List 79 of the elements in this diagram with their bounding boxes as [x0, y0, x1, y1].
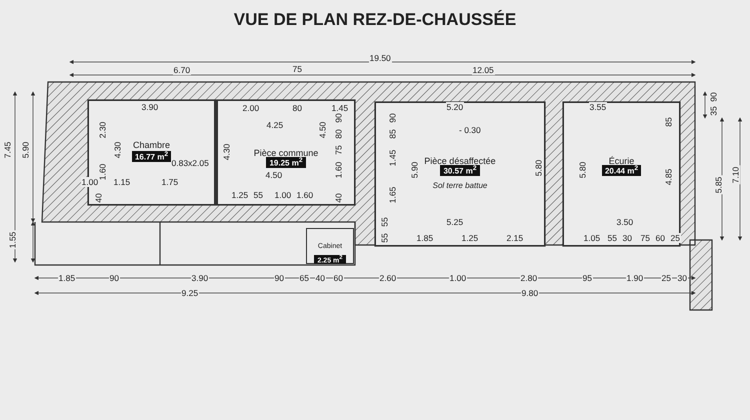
- dimension-label: 55: [606, 233, 618, 243]
- dimension-label: 1.00: [80, 177, 100, 187]
- dimension-label: 90: [274, 273, 285, 283]
- dimension-label: 3.55: [588, 102, 608, 112]
- dimension-label: 1.90: [626, 273, 644, 283]
- area-label: 19.25 m$^{2}$: [266, 157, 306, 168]
- dimension-label: 75: [292, 64, 303, 74]
- dimension-label: 0.83x2.05: [170, 158, 210, 168]
- area-label: 16.77 m$^{2}$: [132, 151, 172, 162]
- dimension-label: 90: [108, 273, 120, 283]
- dimension-label: 9.25: [180, 288, 200, 298]
- dimension-label: 1.65: [386, 186, 397, 204]
- dimension-label: 60: [332, 273, 344, 283]
- dimension-label: - 0.30: [458, 125, 482, 135]
- dimension-label: 4.85: [662, 168, 673, 186]
- dimension-label: 3.90: [140, 102, 160, 112]
- dimension-label: 1.85: [58, 273, 76, 283]
- room-name: Pièce désaffectée: [424, 156, 496, 166]
- dimension-label: 1.75: [160, 177, 180, 187]
- dimension-label: 1.55: [6, 230, 17, 250]
- dimension-label: 6.70: [172, 65, 192, 75]
- dimension-label: 7.45: [2, 140, 12, 160]
- dimension-label: 1.45: [386, 148, 397, 168]
- dimension-label: 60: [654, 233, 666, 243]
- dimension-label: 2.00: [242, 103, 260, 113]
- dimension-label: 1.85: [416, 233, 434, 243]
- room-name: Chambre: [132, 140, 170, 150]
- dimension-label: 2.60: [378, 273, 398, 283]
- dimension-label: 4.50: [316, 120, 327, 140]
- room-name: Pièce commune: [254, 148, 318, 158]
- dimension-label: 1.00: [448, 273, 468, 283]
- dimension-label: 1.15: [112, 177, 132, 187]
- area-label: 30.57 m$^{2}$: [440, 165, 480, 176]
- room-name: Écurie: [608, 156, 634, 166]
- dimension-label: 35: [708, 105, 718, 117]
- dimension-label: 1.60: [332, 160, 343, 180]
- dimension-label: 75: [640, 233, 651, 243]
- dimension-label: 1.25: [230, 190, 250, 200]
- title: VUE DE PLAN REZ-DE-CHAUSSÉE: [232, 10, 518, 30]
- dimension-label: 4.50: [264, 170, 284, 180]
- dimension-label: 80: [292, 103, 303, 113]
- dimension-label: 40: [314, 273, 326, 283]
- dimension-label: 1.05: [582, 233, 602, 243]
- dimension-label: 1.00: [274, 190, 292, 200]
- dimension-label: 5.25: [446, 217, 464, 227]
- dimension-label: 3.50: [616, 217, 634, 227]
- dimension-label: 25: [670, 233, 681, 243]
- dimension-label: 2.80: [520, 273, 538, 283]
- dimension-label: 7.10: [730, 166, 740, 184]
- dimension-label: 4.25: [266, 120, 284, 130]
- dimension-label: 1.25: [460, 233, 480, 243]
- dimension-label: 55: [252, 190, 264, 200]
- dimension-label: 5.90: [408, 160, 419, 180]
- dimension-label: 1.45: [330, 103, 350, 113]
- dimension-label: 30: [622, 233, 633, 243]
- dimension-label: 4.30: [220, 142, 231, 162]
- dimension-label: 2.30: [96, 120, 107, 140]
- dimension-label: 19.50: [368, 53, 392, 63]
- dimension-label: 3.90: [190, 273, 210, 283]
- dimension-label: 12.05: [472, 65, 495, 75]
- dimension-label: 30: [676, 273, 688, 283]
- dimension-label: 25: [660, 273, 672, 283]
- dimension-label: 65: [298, 273, 310, 283]
- floor-note: Sol terre battue: [432, 181, 488, 190]
- dimension-label: 2.15: [506, 233, 524, 243]
- room: [563, 102, 680, 246]
- cabinet-room: [306, 228, 354, 264]
- dimension-label: 5.90: [20, 140, 30, 160]
- dimension-label: 5.80: [576, 160, 587, 180]
- dimension-label: 5.85: [712, 176, 723, 194]
- dimension-label: 5.80: [532, 158, 543, 178]
- dimension-label: 4.30: [112, 140, 122, 160]
- area-label: 20.44 m$^{2}$: [602, 165, 642, 176]
- dimension-label: 90: [708, 91, 718, 103]
- dimension-label: 1.60: [296, 190, 314, 200]
- room: [375, 102, 545, 246]
- dimension-label: 5.20: [446, 102, 464, 112]
- dimension-label: 95: [582, 273, 593, 283]
- dimension-label: 9.80: [520, 288, 540, 298]
